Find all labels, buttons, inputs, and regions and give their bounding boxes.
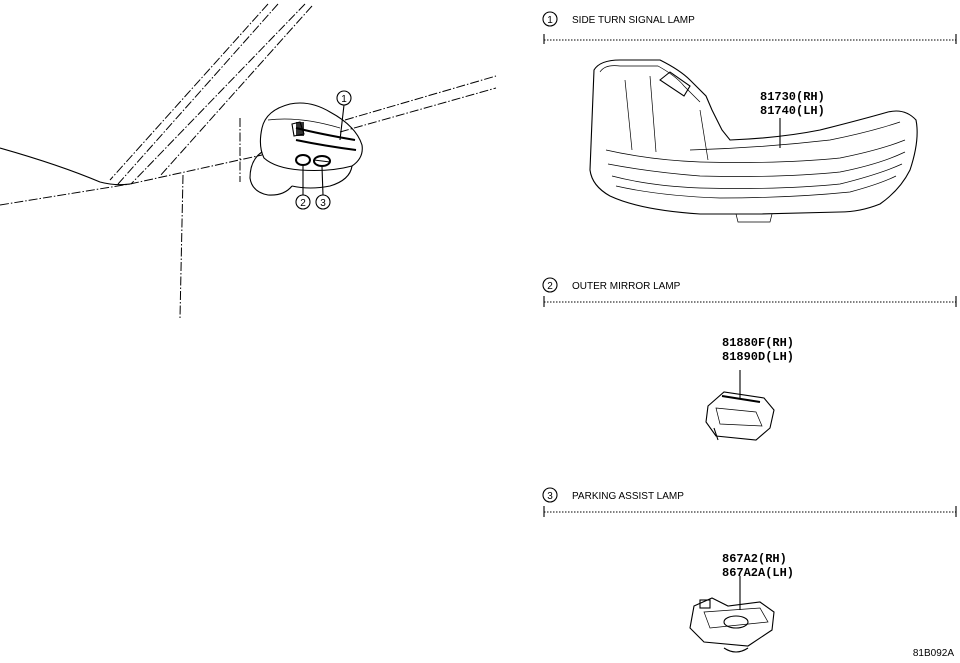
section-outer-mirror-lamp: 2 OUTER MIRROR LAMP 81880F(RH) 81890D(LH… <box>542 277 957 441</box>
svg-text:1: 1 <box>547 15 553 26</box>
illustration-code: 81B092A <box>913 648 954 659</box>
callout-2: 2 <box>295 166 311 210</box>
svg-text:3: 3 <box>547 491 553 502</box>
section-parking-assist-lamp: 3 PARKING ASSIST LAMP 867A2(RH) 867A2A(L… <box>542 487 957 653</box>
svg-text:867A2(RH): 867A2(RH) <box>722 552 787 566</box>
svg-text:81880F(RH): 81880F(RH) <box>722 336 794 350</box>
svg-text:81890D(LH): 81890D(LH) <box>722 350 794 364</box>
svg-text:3: 3 <box>320 198 326 209</box>
svg-text:SIDE TURN SIGNAL LAMP: SIDE TURN SIGNAL LAMP <box>572 15 695 26</box>
callout-3: 3 <box>315 166 331 210</box>
mirror-housing <box>249 102 363 196</box>
svg-text:867A2A(LH): 867A2A(LH) <box>722 566 794 580</box>
section-side-turn-signal-lamp: 1 SIDE TURN SIGNAL LAMP 81730(RH) 81740(… <box>542 11 957 223</box>
svg-text:OUTER MIRROR LAMP: OUTER MIRROR LAMP <box>572 281 681 292</box>
callout-1: 1 <box>336 90 352 141</box>
svg-text:1: 1 <box>341 94 347 105</box>
svg-text:2: 2 <box>300 198 306 209</box>
outer-mirror-lamp-part <box>705 370 775 441</box>
side-turn-signal-lamp-part <box>589 59 918 223</box>
svg-text:81730(RH): 81730(RH) <box>760 90 825 104</box>
svg-text:2: 2 <box>547 281 553 292</box>
svg-text:PARKING ASSIST LAMP: PARKING ASSIST LAMP <box>572 491 684 502</box>
vehicle-overview: 1 2 3 <box>0 3 497 319</box>
svg-text:81740(LH): 81740(LH) <box>760 104 825 118</box>
parking-assist-lamp-part <box>689 576 775 653</box>
